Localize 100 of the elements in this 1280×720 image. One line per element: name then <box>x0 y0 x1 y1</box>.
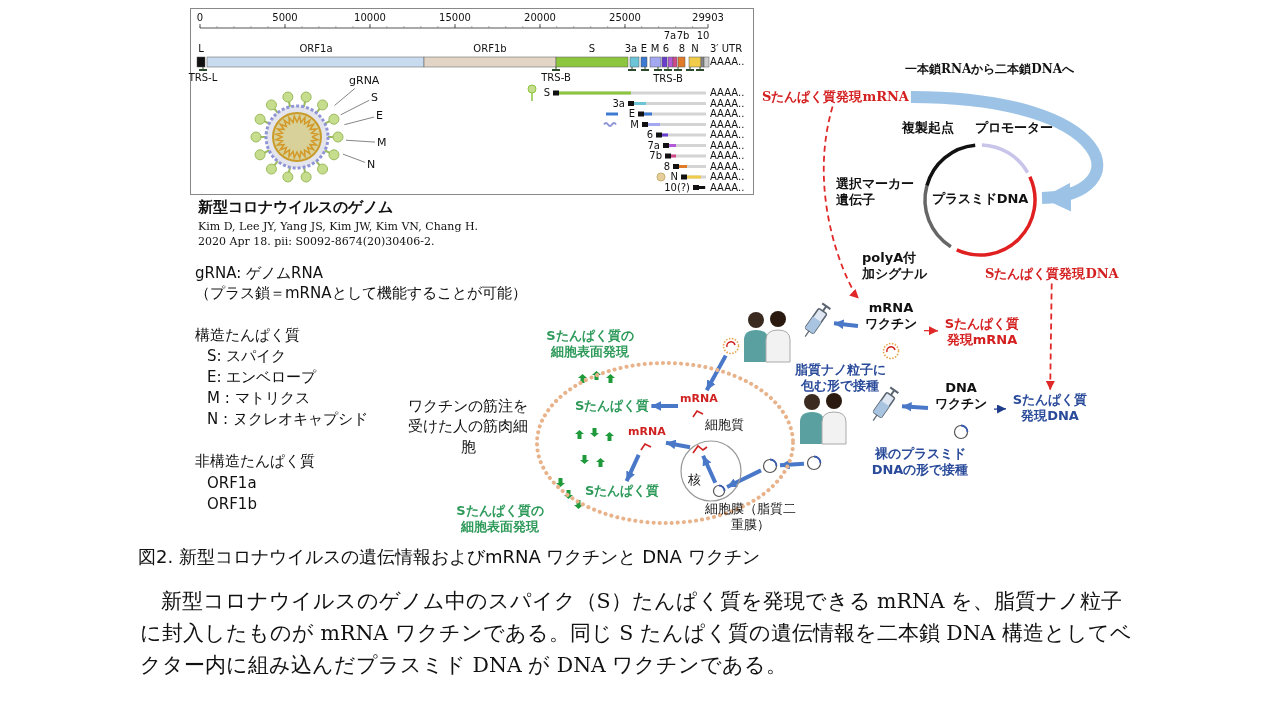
tick-label: 5000 <box>272 12 298 24</box>
gene-label: 8 <box>678 43 686 54</box>
gene-label: ORF1a <box>299 43 333 54</box>
arrow <box>833 319 859 330</box>
gene-label: N <box>670 172 678 182</box>
citation-text: 2020 Apr 18. pii: S0092-8674(20)30406-2. <box>198 235 435 249</box>
gene-label: 8 <box>663 161 670 172</box>
edge-label: 一本鎖RNAから二本鎖DNAへ <box>905 62 1074 77</box>
definition-text: gRNA: ゲノムRNA <box>195 264 323 282</box>
note-text: 裸のプラスミドDNAの形で接種 <box>870 446 970 478</box>
part-label: gRNA <box>349 74 380 88</box>
definition-text: E: エンベロープ <box>207 368 317 386</box>
poly-a-label: AAAA.. <box>710 182 745 193</box>
annotation: Sたんぱく質の細胞表面発現 <box>455 503 545 535</box>
sequence-label: Sたんぱく質発現mRNA <box>940 316 1024 348</box>
arrow <box>779 459 805 470</box>
arrow <box>726 468 762 489</box>
leader-line <box>342 153 366 163</box>
vaccine-label: mRNA ワクチン <box>864 300 918 332</box>
leader-line <box>344 116 375 126</box>
sequence-label: Sたんぱく質発現DNA <box>1008 392 1092 424</box>
gene-label: 6 <box>662 43 670 54</box>
arrow <box>651 401 678 411</box>
definition-text: （プラス鎖＝mRNAとして機能することが可能） <box>195 284 527 302</box>
trs-label: TRS-L <box>188 72 218 83</box>
tick-label: 25000 <box>609 12 641 24</box>
panel-title: 新型コロナウイルスのゲノム <box>198 198 393 216</box>
protein-label: Sたんぱく質 <box>585 483 660 499</box>
gene-label: M <box>630 119 639 130</box>
poly-a-label: AAAA.. <box>710 130 745 140</box>
part-label: M <box>377 136 387 150</box>
mrna-label: mRNA <box>680 392 716 406</box>
annotation: Sたんぱく質の細胞表面発現 <box>545 328 635 360</box>
dashed-arrow <box>1045 282 1055 391</box>
tick-label: 0 <box>196 12 204 24</box>
protein-label: Sたんぱく質 <box>575 398 650 414</box>
gene-label: 10 <box>696 30 710 41</box>
citation-text: Kim D, Lee JY, Yang JS, Kim JW, Kim VN, Chang H. <box>198 220 479 234</box>
gene-label: 7b <box>676 30 690 41</box>
arrow <box>701 454 718 484</box>
arrow <box>923 326 939 336</box>
tick-label: 10000 <box>354 12 386 24</box>
part-label: E <box>376 109 383 123</box>
poly-a-label: AAAA.. <box>710 161 745 172</box>
tick-label: 20000 <box>524 12 556 24</box>
poly-a-label: AAAA.. <box>710 151 745 161</box>
poly-a-label: AAAA.. <box>710 140 745 151</box>
trs-label: TRS-B <box>653 73 683 84</box>
plasmid-part-label: 複製起点 <box>902 120 954 136</box>
arrow <box>704 354 728 392</box>
part-label: N <box>367 158 376 172</box>
arrow <box>665 439 691 450</box>
section-heading: 非構造たんぱく質 <box>195 452 315 470</box>
mrna-label: mRNA <box>628 425 664 439</box>
poly-a-label: AAAA.. <box>710 98 745 109</box>
gene-label: N <box>691 43 699 54</box>
gene-label: 10(?) <box>664 182 690 193</box>
trs-label: TRS-B <box>541 72 571 83</box>
sequence-label: Sたんぱく質発現mRNA <box>762 89 909 105</box>
arrow <box>901 402 929 412</box>
gene-label: S <box>588 43 596 54</box>
gene-label: M <box>650 43 660 54</box>
gene-label: 7a <box>647 140 660 151</box>
gene-label: L <box>198 43 204 54</box>
arrow <box>624 453 641 483</box>
region-label: 細胞質 <box>705 417 744 433</box>
plasmid-label: プラスミドDNA <box>930 191 1030 207</box>
definition-text: N : ヌクレオキャプシド <box>207 410 368 428</box>
gene-label: E <box>628 109 635 119</box>
leader-line <box>340 99 370 116</box>
plasmid-part-label: polyA付加シグナル <box>862 250 928 282</box>
gene-label: E <box>640 43 648 54</box>
block-arrow <box>910 90 1103 209</box>
gene-label: 3a <box>624 43 638 54</box>
gene-name: ORF1b <box>207 495 257 513</box>
membrane-label: 細胞膜（脂質二重膜） <box>703 501 797 533</box>
vaccine-label: DNA ワクチン <box>934 380 988 412</box>
annotation: ワクチンの筋注を受けた人の筋肉細胞 <box>407 396 529 457</box>
gene-label: S <box>543 88 550 98</box>
gene-name: ORF1a <box>207 474 257 492</box>
gene-label: 6 <box>646 130 653 140</box>
poly-a-label: AAAA.. <box>710 88 745 98</box>
figure-caption: 図2. 新型コロナウイルスの遺伝情報およびmRNA ワクチンと DNA ワクチン <box>138 546 760 568</box>
plasmid-part-label: 選択マーカー遺伝子 <box>836 176 915 208</box>
poly-a-label: AAAA.. <box>710 57 745 67</box>
poly-a-label: AAAA.. <box>710 172 745 182</box>
nucleus-label: 核 <box>688 472 701 488</box>
leader-line <box>345 139 376 143</box>
dashed-arrow <box>822 105 860 300</box>
poly-a-label: AAAA.. <box>710 109 745 119</box>
caption-paragraph: 新型コロナウイルスのゲノム中のスパイク（S）たんぱく質を発現できる mRNA を、脂質ナノ粒子に封入したものが mRNA ワクチンである。同じ S たんぱく質の遺伝情報を二本鎖 DNA 構造としてベクター内に組み込んだプラスミド DNA が DNA ワクチンである。 <box>140 588 1133 679</box>
leader-line <box>334 88 356 106</box>
definition-text: M : マトリクス <box>207 389 310 407</box>
definition-text: S: スパイク <box>207 347 287 365</box>
tick-label: 29903 <box>692 12 724 24</box>
gene-label: 3a <box>612 98 625 109</box>
gene-label: ORF1b <box>473 43 507 54</box>
plasmid-part-label: プロモーター <box>975 120 1053 136</box>
gene-label: 7a <box>663 30 677 41</box>
arrow <box>993 404 1007 414</box>
